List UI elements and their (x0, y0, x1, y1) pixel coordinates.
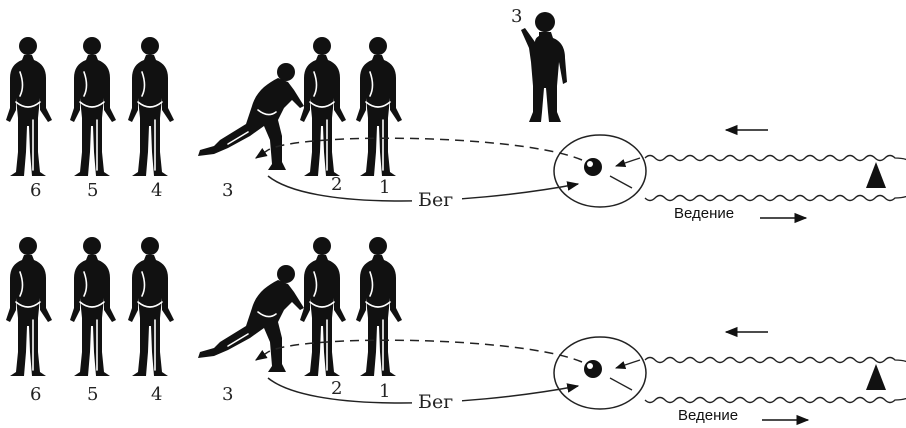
player-figure-1 (356, 37, 402, 176)
ball-highlight (587, 161, 593, 167)
return-arrow (256, 150, 268, 158)
cone-icon (866, 162, 886, 188)
drill-row-1: 6 5 4 3 2 1 Бег Ведение (6, 37, 906, 222)
return-arrow (256, 352, 268, 360)
player-number-1: 1 (379, 177, 390, 198)
return-to-ball-arrow (616, 360, 640, 368)
ball-wave-link (610, 176, 632, 188)
dribble-wave-path (645, 358, 906, 403)
player-number-4: 4 (151, 384, 162, 405)
ball-wave-link (610, 378, 632, 390)
return-to-ball-arrow (616, 158, 640, 166)
player-number-6: 6 (30, 180, 41, 201)
player-number-4: 4 (151, 180, 162, 201)
player-figure-1 (356, 237, 402, 376)
player-figure-3-running (198, 63, 304, 170)
ball-highlight (587, 363, 593, 369)
player-figure-2 (300, 237, 346, 376)
player-number-5: 5 (87, 384, 98, 405)
player-figure-3-running (198, 265, 304, 372)
player-figure-6 (6, 237, 52, 376)
player-figure-4 (128, 237, 174, 376)
run-label: Бег (418, 189, 453, 211)
run-label: Бег (418, 391, 453, 413)
player-number-2: 2 (331, 174, 342, 195)
ball-icon (584, 360, 602, 378)
player-number-6: 6 (30, 384, 41, 405)
player-figure-4 (128, 37, 174, 176)
dribble-label: Ведение (674, 205, 734, 222)
player-figure-5 (70, 37, 116, 176)
drill-row-2: 6 5 4 3 2 1 Бег Ведение (6, 237, 906, 424)
player-number-1: 1 (379, 381, 390, 402)
player-figure-5 (70, 237, 116, 376)
cone-icon (866, 364, 886, 390)
dribble-label: Ведение (678, 407, 738, 424)
player-figure-6 (6, 37, 52, 176)
player-number-3: 3 (222, 180, 233, 201)
player-number-5: 5 (87, 180, 98, 201)
ball-icon (584, 158, 602, 176)
player-number-3: 3 (222, 384, 233, 405)
dribble-wave-path (645, 156, 906, 201)
player-figure-2 (300, 37, 346, 176)
observer-figure (521, 12, 567, 122)
player-number-2: 2 (331, 378, 342, 399)
observer-number: 3 (511, 6, 522, 27)
